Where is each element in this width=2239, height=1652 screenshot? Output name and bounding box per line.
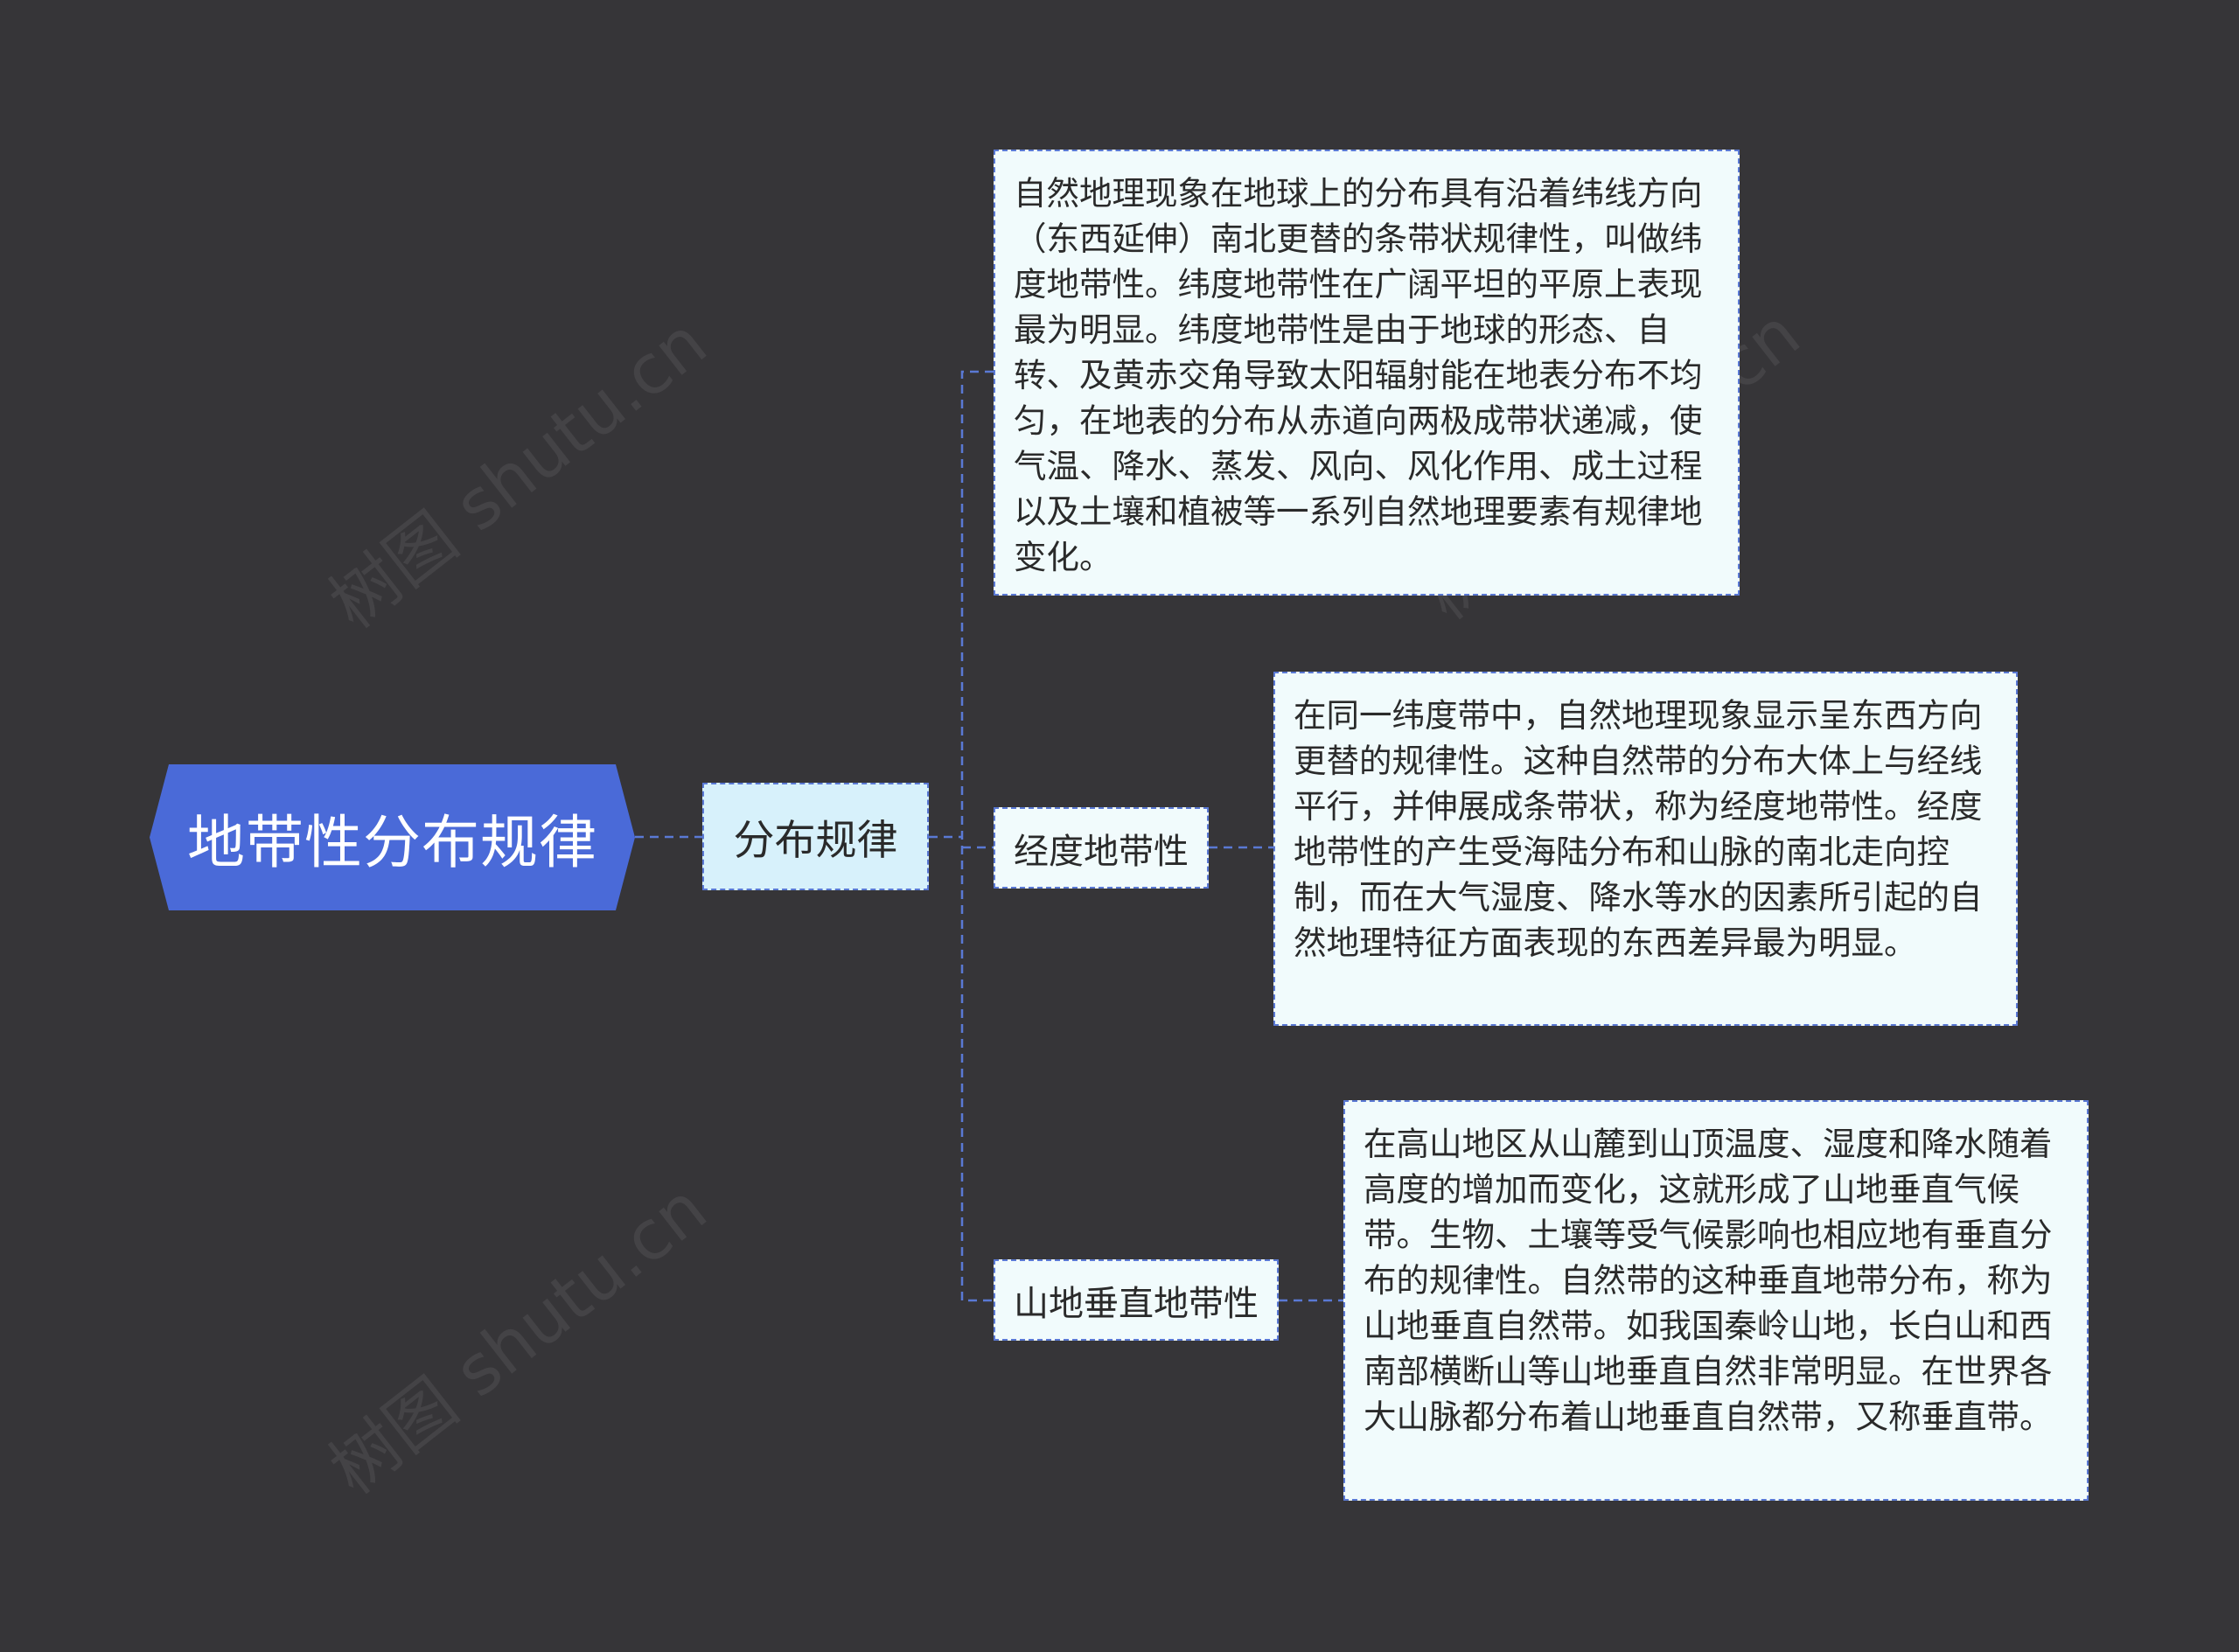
branch-topic[interactable]: 分布规律	[702, 783, 929, 890]
topic-vertical-zonality[interactable]: 山地垂直地带性	[994, 1259, 1279, 1341]
topic-vertical-zonality-detail[interactable]: 在高山地区从山麓到山顶温度、湿度和降水随着高度的增加而变化，这就形成了山地垂直气…	[1343, 1100, 2089, 1501]
description-text: 自然地理现象在地球上的分布具有沿着纬线方向（东西延伸）南北更替的条带状规律性，叫…	[1014, 174, 1703, 576]
topic-label: 经度地带性	[1014, 831, 1189, 872]
description-box[interactable]: 自然地理现象在地球上的分布具有沿着纬线方向（东西延伸）南北更替的条带状规律性，叫…	[994, 150, 1740, 596]
detail-text: 在同一纬度带中，自然地理现象显示呈东西方向更替的规律性。这种自然带的分布大体上与…	[1294, 696, 1983, 962]
topic-longitudinal-zonality[interactable]: 经度地带性	[994, 807, 1209, 889]
branch-trunk-connector	[960, 370, 994, 1302]
root-topic-label: 地带性分布规律	[187, 808, 597, 876]
root-topic[interactable]: 地带性分布规律	[150, 764, 635, 910]
detail-text: 在高山地区从山麓到山顶温度、湿度和降水随着高度的增加而变化，这就形成了山地垂直气…	[1364, 1125, 2053, 1436]
topic-label: 山地垂直地带性	[1014, 1283, 1259, 1324]
topic-longitudinal-zonality-detail[interactable]: 在同一纬度带中，自然地理现象显示呈东西方向更替的规律性。这种自然带的分布大体上与…	[1273, 672, 2018, 1026]
branch-topic-label: 分布规律	[733, 817, 898, 865]
